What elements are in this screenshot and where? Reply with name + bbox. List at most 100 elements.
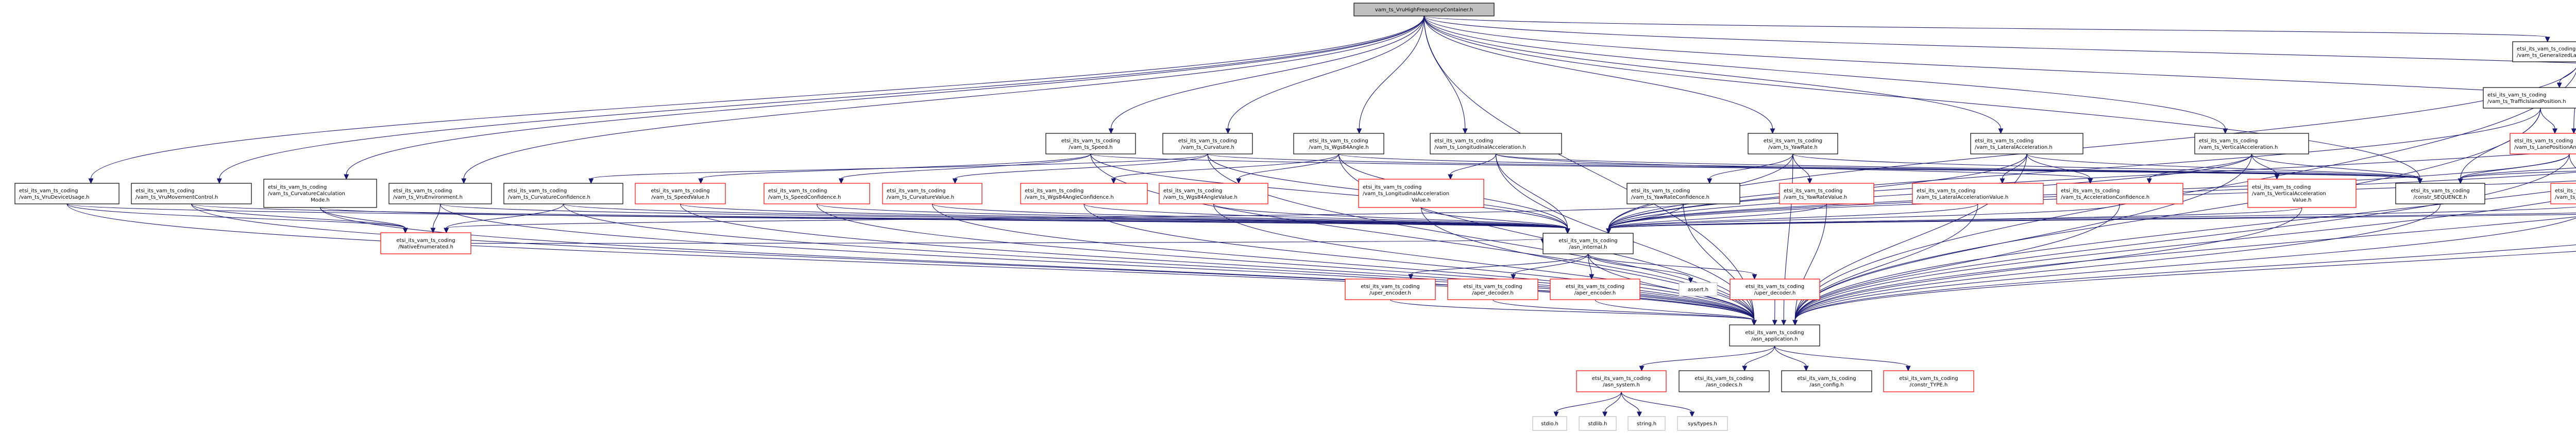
arrowhead-icon [2417, 178, 2423, 184]
node-label-line: /aper_decoder.h [1472, 290, 1513, 296]
edge-vertical-acceleration-to-constr-sequence [2251, 153, 2420, 179]
node-box [1159, 183, 1268, 204]
node-curvature[interactable]: etsi_its_vam_ts_coding/vam_ts_Curvature.… [1162, 133, 1253, 154]
node-yaw-rate[interactable]: etsi_its_vam_ts_coding/vam_ts_YawRate.h [1748, 133, 1838, 154]
node-vertical-acceleration[interactable]: etsi_its_vam_ts_coding/vam_ts_VerticalAc… [2194, 133, 2309, 154]
arrowhead-icon [1637, 411, 1642, 418]
edge-cartesian-angle-to-constr-sequence [2460, 170, 2576, 179]
edge-curvature-confidence-to-native-enumerated [446, 203, 564, 229]
node-label-line: /vam_ts_YawRateConfidence.h [1631, 195, 1709, 200]
edge-vru-environment-to-asn-application [439, 203, 1755, 321]
node-yaw-rate-value[interactable]: etsi_its_vam_ts_coding/vam_ts_YawRateVal… [1779, 183, 1874, 204]
node-wgs84-angle[interactable]: etsi_its_vam_ts_coding/vam_ts_Wgs84Angle… [1293, 133, 1384, 154]
node-root[interactable]: vam_ts_VruHighFrequencyContainer.h [1353, 3, 1495, 16]
node-lateral-acceleration[interactable]: etsi_its_vam_ts_coding/vam_ts_LateralAcc… [1970, 133, 2083, 154]
arrowhead-icon [1742, 366, 1748, 372]
edge-cartesian-angle-value-to-asn-application [1794, 251, 2576, 321]
node-label-line: /vam_ts_LateralAccelerationValue.h [1917, 195, 2008, 200]
edge-vertical-acceleration-to-acceleration-confidence [2149, 153, 2252, 179]
node-uper-encoder[interactable]: etsi_its_vam_ts_coding/uper_encoder.h [1345, 279, 1436, 300]
node-asn-codecs[interactable]: etsi_its_vam_ts_coding/asn_codecs.h [1679, 370, 1770, 392]
node-label-line: /vam_ts_VruDeviceUsage.h [19, 195, 89, 200]
node-label-line: etsi_its_vam_ts_coding [2487, 92, 2546, 98]
node-longitudinal-acceleration[interactable]: etsi_its_vam_ts_coding/vam_ts_Longitudin… [1430, 133, 1562, 154]
arrowhead-icon [1108, 128, 1114, 134]
node-box [503, 183, 623, 204]
node-traffic-island-position[interactable]: etsi_its_vam_ts_coding/vam_ts_TrafficIsl… [2483, 87, 2576, 109]
node-generalized-lane-position[interactable]: etsi_its_vam_ts_coding/vam_ts_Generalize… [2512, 41, 2576, 62]
node-box [1045, 133, 1136, 154]
node-lane-position-and-type[interactable]: etsi_its_vam_ts_coding/vam_ts_LanePositi… [2510, 133, 2576, 154]
node-label-line: /vam_ts_SpeedConfidence.h [768, 195, 841, 200]
node-label-line: etsi_its_vam_ts_coding [2252, 185, 2311, 190]
arrowhead-icon [2274, 174, 2280, 180]
node-longitudinal-acceleration-value[interactable]: etsi_its_vam_ts_coding/vam_ts_Longitudin… [1358, 179, 1484, 208]
node-label-line: etsi_its_vam_ts_coding [1592, 376, 1651, 382]
arrowhead-icon [952, 178, 958, 184]
node-label-line: etsi_its_vam_ts_coding [2199, 138, 2258, 144]
node-lane-position[interactable]: etsi_its_vam_ts_coding/vam_ts_LanePositi… [2550, 183, 2576, 204]
edge-native-enumerated-to-asn-internal [470, 238, 1544, 244]
node-label-line: /vam_ts_LongitudinalAcceleration.h [1434, 145, 1526, 150]
node-speed-value[interactable]: etsi_its_vam_ts_coding/vam_ts_SpeedValue… [635, 183, 726, 204]
arrowhead-icon [402, 228, 408, 234]
edge-acceleration-confidence-to-asn-internal [1608, 203, 2121, 229]
node-asn-application[interactable]: etsi_its_vam_ts_coding/asn_application.h [1729, 324, 1820, 347]
node-box [1677, 416, 1728, 431]
node-asn-config[interactable]: etsi_its_vam_ts_coding/asn_config.h [1781, 370, 1872, 392]
node-curvature-calculation-mode[interactable]: etsi_its_vam_ts_coding/vam_ts_CurvatureC… [263, 179, 377, 208]
edge-root-to-wgs84-angle [1359, 15, 1425, 129]
node-acceleration-confidence[interactable]: etsi_its_vam_ts_coding/vam_ts_Accelerati… [2056, 183, 2183, 204]
node-asn-internal[interactable]: etsi_its_vam_ts_coding/asn_internal.h [1543, 233, 1634, 254]
arrowhead-icon [588, 178, 594, 184]
node-curvature-confidence[interactable]: etsi_its_vam_ts_coding/vam_ts_CurvatureC… [503, 183, 623, 204]
node-box [1162, 133, 1253, 154]
arrowhead-icon [2146, 178, 2152, 184]
node-wgs84-angle-value[interactable]: etsi_its_vam_ts_coding/vam_ts_Wgs84Angle… [1159, 183, 1268, 204]
node-box [1345, 279, 1436, 300]
node-label-line: etsi_its_vam_ts_coding [1361, 284, 1419, 289]
edge-generalized-lane-position-to-lane-position-and-type [2573, 95, 2576, 129]
node-curvature-value[interactable]: etsi_its_vam_ts_coding/vam_ts_CurvatureV… [882, 183, 982, 204]
node-aper-decoder[interactable]: etsi_its_vam_ts_coding/aper_decoder.h [1447, 279, 1538, 300]
arrowhead-icon [1236, 178, 1242, 184]
edge-vru-environment-to-native-enumerated [432, 203, 441, 229]
node-label-line: /vam_ts_Wgs84Angle.h [1309, 145, 1368, 150]
node-label-line: etsi_its_vam_ts_coding [2555, 188, 2576, 194]
node-vertical-acceleration-value[interactable]: etsi_its_vam_ts_coding/vam_ts_VerticalAc… [2247, 179, 2357, 208]
node-aper-encoder[interactable]: etsi_its_vam_ts_coding/aper_encoder.h [1550, 279, 1640, 300]
edge-generalized-lane-position-to-traffic-island-position [2559, 67, 2576, 83]
edge-wgs84-angle-value-to-asn-internal [1213, 203, 1568, 229]
node-lateral-acceleration-value[interactable]: etsi_its_vam_ts_coding/vam_ts_LateralAcc… [1912, 183, 2044, 204]
node-constr-sequence[interactable]: etsi_its_vam_ts_coding/constr_SEQUENCE.h [2395, 183, 2485, 204]
edge-root-to-cartesian-angle [1423, 15, 2576, 96]
node-box [2056, 183, 2183, 204]
arrowhead-icon [1807, 178, 1812, 184]
node-vru-movement-control[interactable]: etsi_its_vam_ts_coding/vam_ts_VruMovemen… [131, 183, 252, 204]
arrowhead-icon [1688, 278, 1693, 284]
node-label-line: /vam_ts_VerticalAcceleration.h [2199, 145, 2278, 150]
node-constr-type[interactable]: etsi_its_vam_ts_coding/constr_TYPE.h [1883, 370, 1974, 392]
node-label-line: etsi_its_vam_ts_coding [1178, 138, 1237, 144]
node-speed[interactable]: etsi_its_vam_ts_coding/vam_ts_Speed.h [1045, 133, 1136, 154]
node-speed-confidence[interactable]: etsi_its_vam_ts_coding/vam_ts_SpeedConfi… [764, 183, 870, 204]
node-vru-environment[interactable]: etsi_its_vam_ts_coding/vam_ts_VruEnviron… [388, 183, 492, 204]
node-label-line: /vam_ts_VruMovementControl.h [135, 195, 218, 200]
node-asn-system[interactable]: etsi_its_vam_ts_coding/asn_system.h [1576, 370, 1667, 392]
edge-curvature-to-curvature-confidence [590, 153, 1208, 179]
edge-curvature-calculation-mode-to-native-enumerated [319, 207, 406, 229]
arrowhead-icon [461, 178, 467, 184]
node-yaw-rate-confidence[interactable]: etsi_its_vam_ts_coding/vam_ts_YawRateCon… [1626, 183, 1740, 204]
node-vru-device-usage[interactable]: etsi_its_vam_ts_coding/vam_ts_VruDeviceU… [14, 183, 120, 204]
edge-lateral-acceleration-to-lateral-acceleration-value [2002, 153, 2027, 179]
node-label-line: /vam_ts_Wgs84AngleConfidence.h [1025, 195, 1114, 200]
arrowhead-icon [1752, 274, 1757, 280]
node-box [1353, 3, 1495, 16]
node-wgs84-angle-confidence[interactable]: etsi_its_vam_ts_coding/vam_ts_Wgs84Angle… [1020, 183, 1148, 204]
arrowhead-icon [1565, 228, 1570, 234]
node-native-enumerated[interactable]: etsi_its_vam_ts_coding/NativeEnumerated.… [380, 232, 471, 254]
node-uper-decoder[interactable]: etsi_its_vam_ts_coding/uper_decoder.h [1730, 279, 1820, 300]
edge-longitudinal-acceleration-to-constr-sequence [1495, 153, 2420, 179]
arrowhead-icon [1511, 274, 1516, 280]
edge-yaw-rate-to-constr-sequence [1792, 153, 2420, 179]
